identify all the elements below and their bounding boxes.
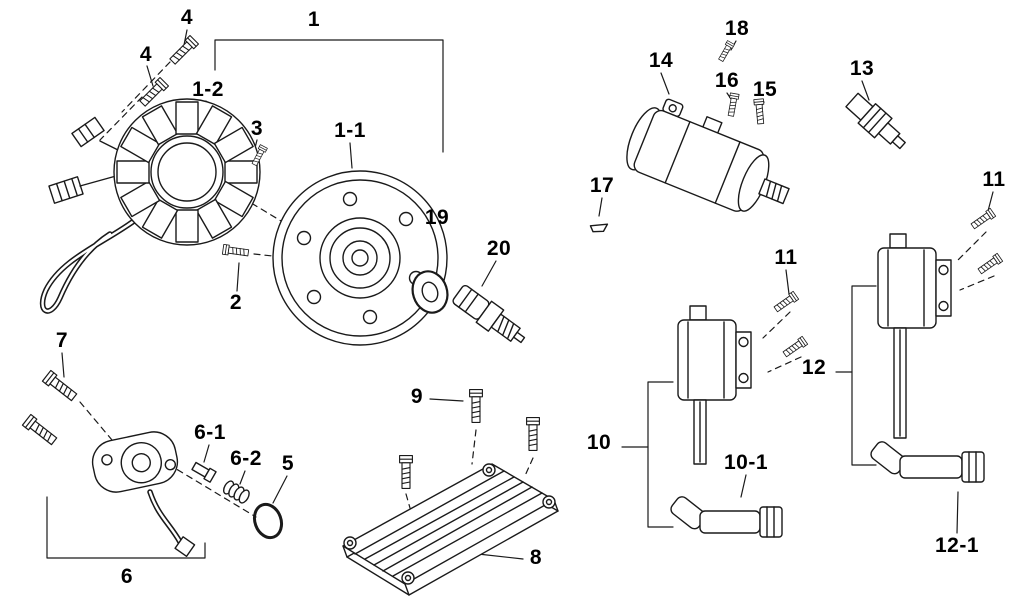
clip-17-drawing bbox=[589, 223, 609, 233]
screw-2-drawing bbox=[221, 243, 250, 259]
plug-cap-10-1-drawing bbox=[670, 496, 783, 538]
o-ring-5-drawing bbox=[252, 502, 284, 540]
label-part-13: 13 bbox=[849, 57, 875, 80]
label-part-4b: 4 bbox=[139, 43, 153, 66]
label-part-8: 8 bbox=[529, 546, 543, 569]
label-part-1-1: 1-1 bbox=[334, 119, 366, 142]
ignition-coil-12-drawing bbox=[877, 233, 952, 439]
label-part-18: 18 bbox=[724, 17, 750, 40]
label-part-10-1: 10-1 bbox=[723, 451, 769, 474]
starter-motor-drawing bbox=[626, 98, 790, 212]
label-part-6-1: 6-1 bbox=[194, 421, 226, 444]
stator-assembly-drawing bbox=[39, 98, 261, 314]
label-part-10: 10 bbox=[586, 431, 612, 454]
bracket-part-10 bbox=[647, 381, 674, 528]
plug-cap-12-1-drawing bbox=[870, 441, 985, 483]
screw-11b-drawing bbox=[781, 335, 809, 359]
stator-connector-1 bbox=[71, 116, 105, 148]
ignition-coil-10-drawing bbox=[677, 305, 752, 465]
screw-18-drawing bbox=[716, 40, 735, 63]
bracket-part-12 bbox=[851, 285, 877, 466]
spring-6-2-drawing bbox=[222, 480, 250, 504]
label-part-4a: 4 bbox=[180, 6, 194, 29]
part-13-drawing bbox=[845, 92, 906, 150]
pin-6-1-drawing bbox=[191, 461, 217, 483]
bolt-9a-drawing bbox=[469, 389, 483, 423]
label-part-15: 15 bbox=[752, 78, 778, 101]
label-part-14: 14 bbox=[648, 49, 674, 72]
bolt-9b-drawing bbox=[526, 417, 540, 451]
label-part-17: 17 bbox=[589, 174, 615, 197]
label-part-12: 12 bbox=[801, 356, 827, 379]
label-part-9: 9 bbox=[410, 385, 424, 408]
bolt-7b-drawing bbox=[21, 413, 59, 448]
bolt-16-drawing bbox=[726, 92, 740, 118]
bracket-part-6 bbox=[46, 496, 206, 559]
label-part-20: 20 bbox=[486, 237, 512, 260]
screw-11a-drawing bbox=[772, 290, 800, 314]
bolt-4a-drawing bbox=[167, 34, 200, 67]
cdi-unit-drawing bbox=[342, 463, 559, 596]
label-part-12-1: 12-1 bbox=[934, 534, 980, 557]
screw-11c-drawing bbox=[969, 207, 997, 231]
bracket-part-1 bbox=[214, 39, 444, 153]
label-part-5: 5 bbox=[281, 452, 295, 475]
label-part-6-2: 6-2 bbox=[230, 447, 262, 470]
label-part-19: 19 bbox=[424, 206, 450, 229]
bolt-7a-drawing bbox=[41, 369, 79, 404]
label-part-1-2: 1-2 bbox=[192, 78, 224, 101]
washer-19-drawing bbox=[411, 270, 449, 314]
label-part-16: 16 bbox=[714, 69, 740, 92]
label-part-11b: 11 bbox=[982, 168, 1006, 191]
label-part-7: 7 bbox=[55, 329, 69, 352]
label-part-2: 2 bbox=[229, 291, 243, 314]
bolt-15-drawing bbox=[753, 98, 766, 125]
label-part-1: 1 bbox=[307, 8, 321, 31]
flywheel-drawing bbox=[272, 170, 448, 346]
pickup-coil-drawing bbox=[91, 431, 196, 558]
stator-connector-2 bbox=[48, 176, 84, 204]
screw-11d-drawing bbox=[976, 252, 1004, 276]
label-part-6: 6 bbox=[120, 565, 134, 588]
label-part-11a: 11 bbox=[774, 246, 798, 269]
label-part-3: 3 bbox=[250, 117, 264, 140]
bolt-9c-drawing bbox=[399, 455, 413, 489]
spark-plug-drawing bbox=[452, 284, 526, 344]
